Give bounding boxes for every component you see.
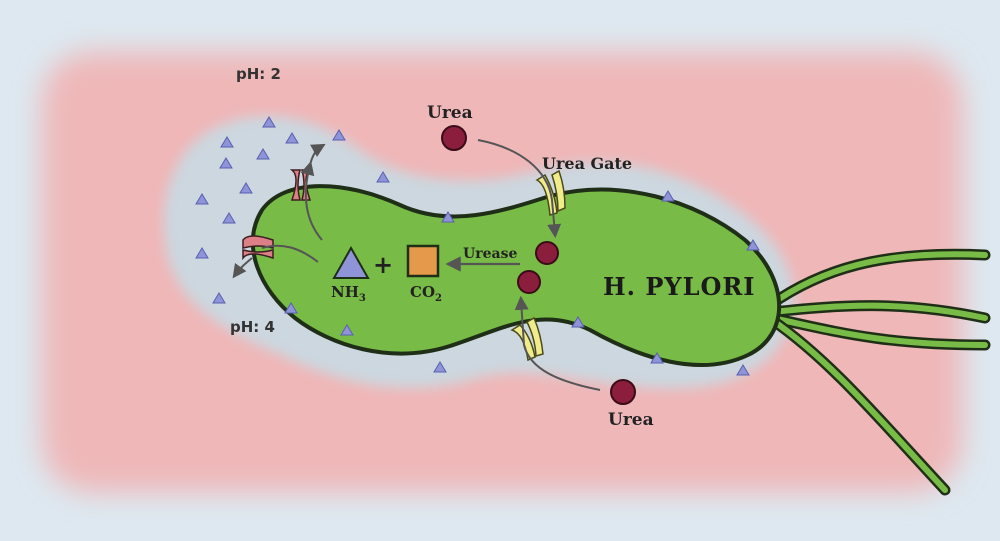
urea-bottom-label: Urea	[608, 410, 654, 430]
ph-neutralized-label: pH: 4	[230, 318, 275, 336]
ammonia-triangle-icon	[285, 132, 299, 144]
ammonia-triangle-icon	[736, 364, 750, 376]
ph-acidic-label: pH: 2	[236, 65, 281, 83]
ammonia-triangle-icon	[441, 211, 455, 223]
urea-molecule-icon	[610, 379, 636, 405]
ammonia-triangle-icon	[220, 136, 234, 148]
urea-molecule-icon	[517, 270, 541, 294]
ammonia-triangle-icon	[376, 171, 390, 183]
ammonia-triangle-icon	[650, 352, 664, 364]
ammonia-channel-left	[232, 235, 319, 279]
urea-inflow-arrow-bottom	[514, 295, 601, 391]
ammonia-triangle-icon	[195, 193, 209, 205]
ammonia-triangle-icon	[332, 129, 346, 141]
urea-molecule-icon	[535, 241, 559, 265]
urea-molecule-icon	[441, 125, 467, 151]
ammonia-triangle-icon	[262, 116, 276, 128]
urea-inflow-arrow-top	[477, 139, 562, 239]
ammonia-triangle-icon	[340, 324, 354, 336]
co2-label: CO2	[410, 283, 442, 304]
plus-sign: +	[373, 250, 393, 279]
ammonia-channel-icon	[242, 235, 274, 261]
ammonia-triangle-icon	[195, 247, 209, 259]
ammonia-channel-top	[289, 143, 326, 241]
flagella	[764, 248, 991, 496]
urease-label: Urease	[463, 246, 517, 262]
ammonia-triangle-icon	[571, 316, 585, 328]
ammonia-triangle-icon	[433, 361, 447, 373]
ammonia-triangle-icon	[284, 302, 298, 314]
ammonia-triangle-icon	[239, 182, 253, 194]
organism-title: H. PYLORI	[603, 272, 756, 301]
ammonia-triangle-icon	[219, 157, 233, 169]
ammonia-triangle-icon	[222, 212, 236, 224]
urea-top-label: Urea	[427, 103, 473, 123]
urea-gate-label: Urea Gate	[542, 154, 632, 173]
urea-molecules	[441, 125, 636, 405]
ammonia-product-icon	[332, 245, 370, 279]
ammonia-triangle-icon	[746, 239, 760, 251]
ammonia-triangle-icon	[256, 148, 270, 160]
ammonia-particles	[195, 116, 760, 376]
ammonia-triangle-icon	[212, 292, 226, 304]
ammonia-triangle-icon	[661, 190, 675, 202]
co2-square-icon	[406, 244, 440, 278]
ammonia-label: NH3	[331, 283, 366, 304]
bacterium-body	[250, 184, 782, 367]
